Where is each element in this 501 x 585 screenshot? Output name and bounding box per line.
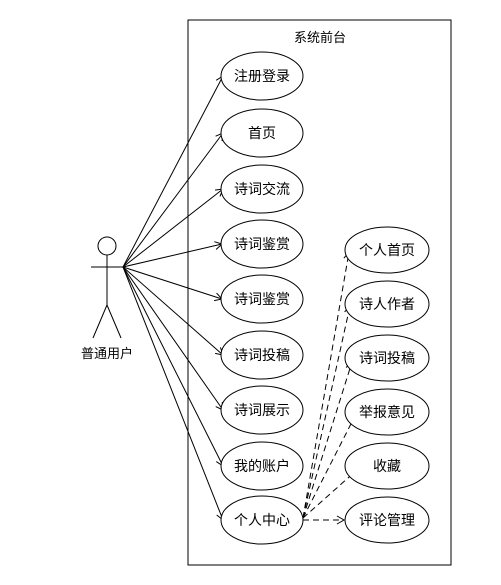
use-case-submit: 诗词投稿 [220,330,304,380]
actor-figure [91,236,123,339]
actor-leg-left [92,304,108,339]
system-boundary [187,19,452,566]
actor-leg-right [106,304,122,339]
dependency-my-submit [302,361,355,519]
association-exchange [122,188,224,268]
dependency-report [302,415,356,519]
use-case-label: 举报意见 [359,404,415,421]
association-account [122,266,224,467]
use-case-label: 注册登录 [234,69,290,85]
use-case-label: 诗词投稿 [234,348,290,364]
association-home [122,132,224,268]
use-case-label: 诗词交流 [234,181,290,198]
use-case-comments: 评论管理 [344,496,430,544]
use-case-display: 诗词展示 [220,385,304,435]
use-case-label: 评论管理 [359,513,415,529]
use-case-appreciate-2: 诗词鉴赏 [220,274,304,324]
use-case-poet: 诗人作者 [344,280,430,328]
use-case-report: 举报意见 [344,388,430,436]
association-display [122,266,224,411]
actor-head [97,236,117,256]
association-center [122,266,225,521]
system-title: 系统前台 [294,30,346,46]
use-case-label: 诗人作者 [359,297,415,313]
actor-name: 普通用户 [81,346,133,362]
use-case-label: 诗词鉴赏 [234,237,290,253]
use-case-exchange: 诗词交流 [220,164,304,214]
dependency-favorite [302,469,358,519]
use-case-label: 收藏 [373,459,401,475]
use-case-label: 诗词投稿 [359,351,415,367]
use-case-label: 诗词鉴赏 [234,292,290,308]
association-lines [122,75,225,521]
use-case-register: 注册登录 [220,51,304,101]
dependency-poet [302,305,353,519]
association-submit [122,266,224,356]
use-case-label: 诗词展示 [234,403,290,419]
use-case-label: 个人首页 [359,243,415,259]
use-case-label: 个人中心 [234,513,290,529]
use-case-account: 我的账户 [220,441,304,491]
association-appreciate1 [122,241,223,268]
dependency-homepage [302,251,353,519]
use-case-label: 我的账户 [234,458,290,475]
use-case-home: 首页 [220,108,304,158]
use-case-label: 首页 [248,126,276,142]
use-case-center: 个人中心 [220,495,304,545]
use-case-appreciate-1: 诗词鉴赏 [220,219,304,269]
use-case-favorite: 收藏 [344,442,430,490]
association-appreciate2 [122,266,223,302]
use-case-my-submit: 诗词投稿 [344,334,430,382]
dependency-lines [302,251,358,525]
association-register [122,75,224,268]
use-case-homepage: 个人首页 [344,226,430,274]
